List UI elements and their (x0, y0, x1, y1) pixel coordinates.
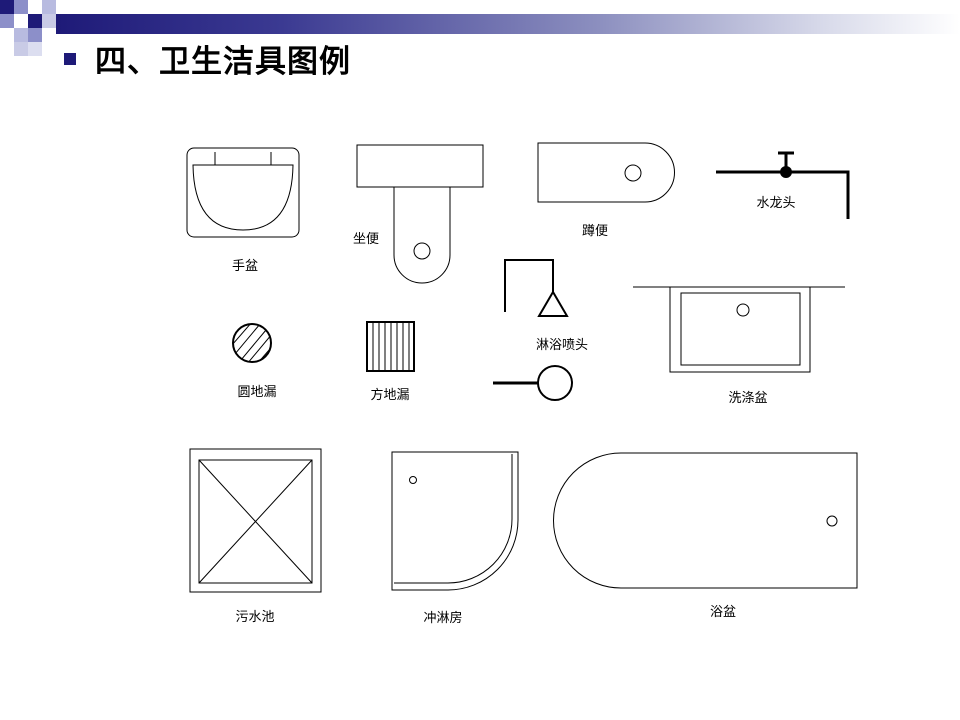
toilet-label: 坐便 (353, 232, 379, 247)
page-title: 四、卫生洁具图例 (95, 44, 351, 80)
shower-room-label: 冲淋房 (423, 610, 462, 626)
hand-basin-label: 手盆 (232, 259, 258, 274)
faucet-symbol (716, 151, 850, 219)
squat-toilet-symbol (537, 142, 675, 203)
mop-sink-symbol (189, 448, 322, 593)
round-floor-drain-symbol (232, 323, 272, 363)
mop-sink-label: 污水池 (235, 610, 274, 625)
squat-toilet-label: 蹲便 (582, 224, 608, 239)
faucet-label: 水龙头 (756, 196, 795, 211)
bathtub-symbol (553, 452, 858, 589)
title-bullet (64, 53, 76, 65)
shower-room-symbol (391, 451, 519, 591)
shower-head-symbol (493, 259, 573, 401)
round-floor-drain-label: 圆地漏 (237, 384, 276, 400)
wash-basin-label: 洗涤盆 (728, 391, 767, 406)
corner-decoration (0, 0, 56, 56)
wash-basin-symbol (633, 286, 845, 373)
shower-head-label: 淋浴喷头 (536, 338, 588, 353)
header-gradient-bar (56, 14, 960, 34)
hand-basin-symbol (186, 147, 300, 238)
bathtub-label: 浴盆 (710, 605, 736, 620)
square-floor-drain-symbol (366, 321, 415, 372)
toilet-symbol (356, 144, 484, 284)
square-floor-drain-label: 方地漏 (370, 387, 409, 403)
